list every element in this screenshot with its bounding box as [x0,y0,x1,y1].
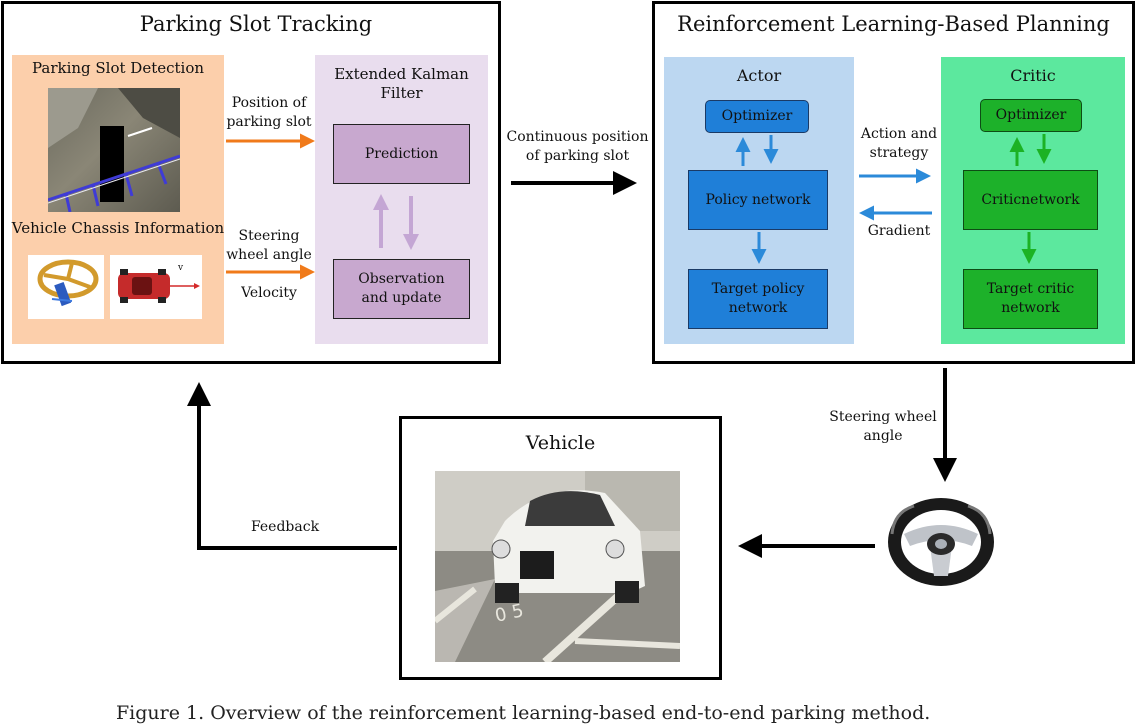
occluded-vehicle-mask [100,126,124,202]
observation-line-1: Observation [358,271,445,287]
steering-label-line-1: Steering [238,228,300,244]
parking-slot-detection-title: Parking Slot Detection [31,59,205,77]
ekf-title-line-2: Filter [380,84,423,102]
steering-output-line-2: angle [863,428,903,444]
vehicle-photo: 0 5 [435,471,680,662]
steering-wheel-actuator-image [884,494,998,590]
action-line-1: Action and [860,126,938,142]
vehicle-chassis-information-title: Vehicle Chassis Information [11,219,225,237]
target-critic-line-2: network [1001,300,1060,316]
vehicle-title: Vehicle [525,432,596,454]
parking-slot-detection-image [48,88,180,212]
prediction-box: Prediction [333,124,470,184]
steering-wheel-image [28,255,104,319]
target-critic-network-box: Target critic network [963,269,1098,329]
position-label-line-1: Position of [231,95,307,111]
critic-optimizer-box: Optimizer [980,99,1082,132]
parking-slot-tracking-title: Parking Slot Tracking [139,12,373,36]
feedback-label: Feedback [250,519,320,535]
target-policy-network-box: Target policy network [688,269,828,329]
continuous-line-2: of parking slot [525,148,630,164]
extended-kalman-filter-title: Extended Kalman Filter [315,65,488,103]
continuous-position-label: Continuous position of parking slot [500,128,655,166]
steering-label-line-2: wheel angle [226,247,312,263]
feedback-line [187,382,397,550]
action-line-2: strategy [869,145,929,161]
steering-output-line-1: Steering wheel [829,409,937,425]
position-label-line-2: parking slot [226,114,312,130]
car-velocity-label: v [178,263,184,273]
policy-network-box: Policy network [688,170,828,230]
target-critic-line-1: Target critic [986,281,1075,297]
ekf-title-line-1: Extended Kalman [334,65,469,83]
actor-optimizer-box: Optimizer [705,100,809,133]
actor-title: Actor [736,66,782,85]
observation-update-box: Observation and update [333,259,470,319]
car-velocity-image: v [110,255,202,319]
action-and-strategy-label: Action and strategy [852,125,946,163]
target-policy-line-2: network [728,300,788,316]
continuous-line-1: Continuous position [506,129,649,145]
rl-planning-title: Reinforcement Learning-Based Planning [677,12,1110,36]
critic-title: Critic [1010,66,1056,85]
target-policy-line-1: Target policy [711,281,805,297]
steering-wheel-angle-label: Steering wheel angle [222,227,316,265]
velocity-label: Velocity [241,285,297,301]
observation-line-2: and update [361,290,442,306]
critic-network-box: Criticnetwork [963,170,1098,230]
position-of-parking-slot-label: Position of parking slot [222,94,316,132]
steering-wheel-angle-output-label: Steering wheel angle [818,408,948,446]
gradient-label: Gradient [867,223,931,239]
